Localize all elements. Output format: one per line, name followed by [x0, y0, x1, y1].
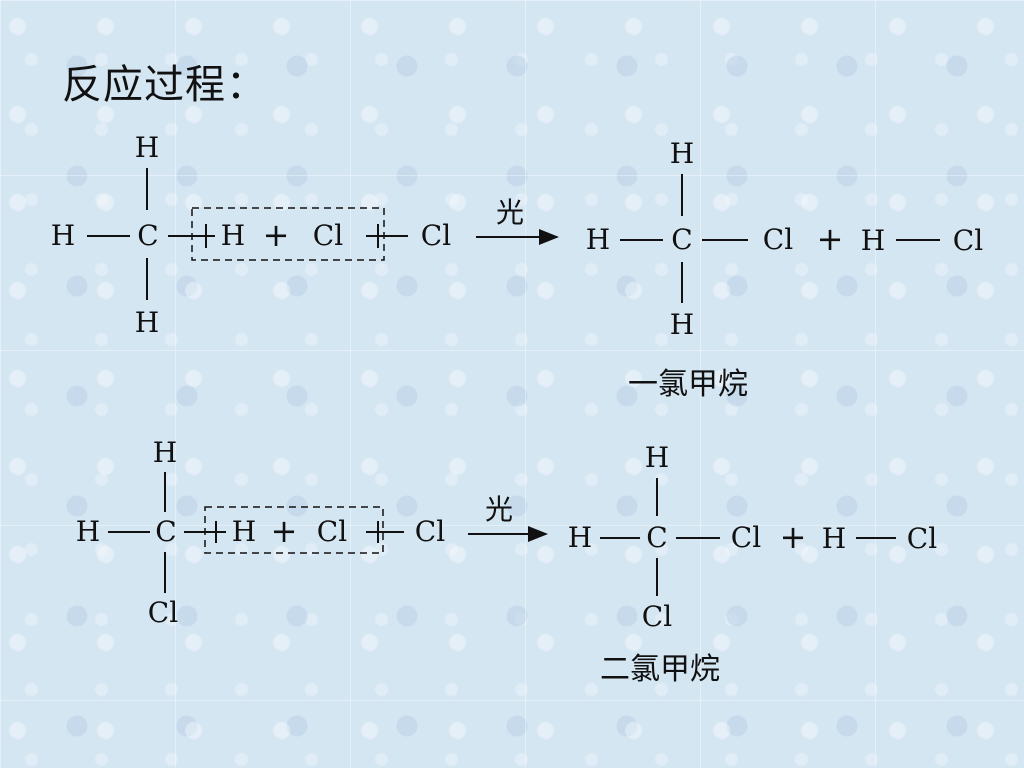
product-2-carbon: C: [646, 521, 667, 554]
reaction-2-product-plus: +: [780, 518, 807, 556]
product-1-carbon: C: [671, 223, 692, 256]
reactant-2-dashed-box: [204, 506, 384, 554]
reaction-2-condition: 光: [485, 493, 513, 526]
reaction-1-product-plus: +: [817, 220, 844, 258]
byproduct-1-cl: Cl: [953, 224, 983, 257]
reactant-1-left-atom: H: [51, 219, 75, 252]
reactant-1: H H C H: [51, 131, 215, 339]
byproduct-1-h: H: [861, 224, 885, 257]
reactant-2-carbon: C: [155, 515, 176, 548]
product-1-bottom-atom: H: [670, 308, 694, 341]
product-1-top-atom: H: [670, 137, 694, 170]
product-1-name: 一氯甲烷: [628, 367, 748, 402]
reactant-2-leaving-cl: Cl: [415, 515, 445, 548]
reactant-2-boxed-cl: Cl: [317, 515, 347, 548]
reactant-2-top-atom: H: [153, 436, 177, 469]
product-2-left-atom: H: [568, 521, 592, 554]
reaction-1-condition: 光: [496, 196, 524, 229]
reactant-2: H H C Cl: [76, 436, 226, 629]
reaction-2: H H C Cl H + Cl Cl 光 H H C Cl Cl: [76, 436, 937, 687]
reactant-1-carbon: C: [137, 219, 158, 252]
product-2-top-atom: H: [645, 441, 669, 474]
product-1-right-atom: Cl: [763, 223, 793, 256]
byproduct-2-cl: Cl: [907, 522, 937, 555]
product-1: H H C Cl H: [586, 137, 793, 341]
product-2-right-atom: Cl: [731, 521, 761, 554]
byproduct-2-h: H: [822, 522, 846, 555]
page-title: 反应过程：: [62, 62, 267, 108]
product-2: H H C Cl Cl: [568, 441, 761, 633]
reactant-2-boxed-plus: +: [271, 512, 298, 550]
reaction-1: H H C H H + Cl Cl 光 H H C Cl H: [51, 131, 983, 402]
reactant-2-boxed-h: H: [232, 515, 256, 548]
reactant-1-boxed-h: H: [221, 219, 245, 252]
reactant-2-bottom-atom: Cl: [148, 596, 178, 629]
reactant-1-boxed-cl: Cl: [313, 219, 343, 252]
reactant-1-leaving-cl: Cl: [421, 219, 451, 252]
reactant-1-dashed-box: [191, 207, 385, 261]
product-2-bottom-atom: Cl: [642, 600, 672, 633]
reactant-1-boxed-plus: +: [263, 216, 290, 254]
reactant-2-left-atom: H: [76, 515, 100, 548]
product-2-name: 二氯甲烷: [600, 652, 720, 687]
reactant-1-bottom-atom: H: [135, 306, 159, 339]
product-1-left-atom: H: [586, 223, 610, 256]
reactant-1-top-atom: H: [135, 131, 159, 164]
